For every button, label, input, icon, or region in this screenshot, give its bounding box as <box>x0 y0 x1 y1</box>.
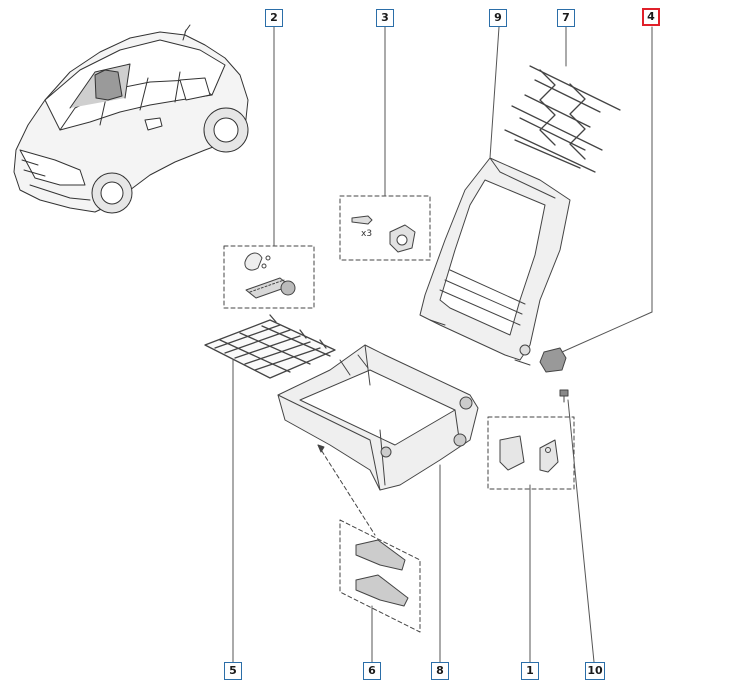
part-9-seatback-frame <box>419 157 571 366</box>
callout-6[interactable]: 6 <box>363 662 381 680</box>
vehicle-illustration <box>13 24 249 214</box>
part-1-group <box>487 416 575 490</box>
part-7-spring-mat <box>504 65 621 173</box>
part-3-group <box>339 195 431 261</box>
part-4-knob <box>539 347 567 373</box>
callout-2[interactable]: 2 <box>265 9 283 27</box>
callout-5[interactable]: 5 <box>224 662 242 680</box>
callout-8[interactable]: 8 <box>431 662 449 680</box>
callout-9[interactable]: 9 <box>489 9 507 27</box>
callout-1[interactable]: 1 <box>521 662 539 680</box>
leader-lines <box>232 26 653 663</box>
callout-4[interactable]: 4 <box>642 8 660 26</box>
part-2-group <box>223 245 315 309</box>
callout-10[interactable]: 10 <box>585 662 605 680</box>
explode-arrow <box>317 444 325 453</box>
part-10-screw <box>559 389 569 403</box>
part-8-seat-base <box>277 344 479 491</box>
part-6-group <box>339 519 421 633</box>
callout-3[interactable]: 3 <box>376 9 394 27</box>
explode-line <box>317 444 376 536</box>
callout-7[interactable]: 7 <box>557 9 575 27</box>
part-5-spring-mat <box>204 314 336 379</box>
screw-quantity: x3 <box>361 229 372 239</box>
